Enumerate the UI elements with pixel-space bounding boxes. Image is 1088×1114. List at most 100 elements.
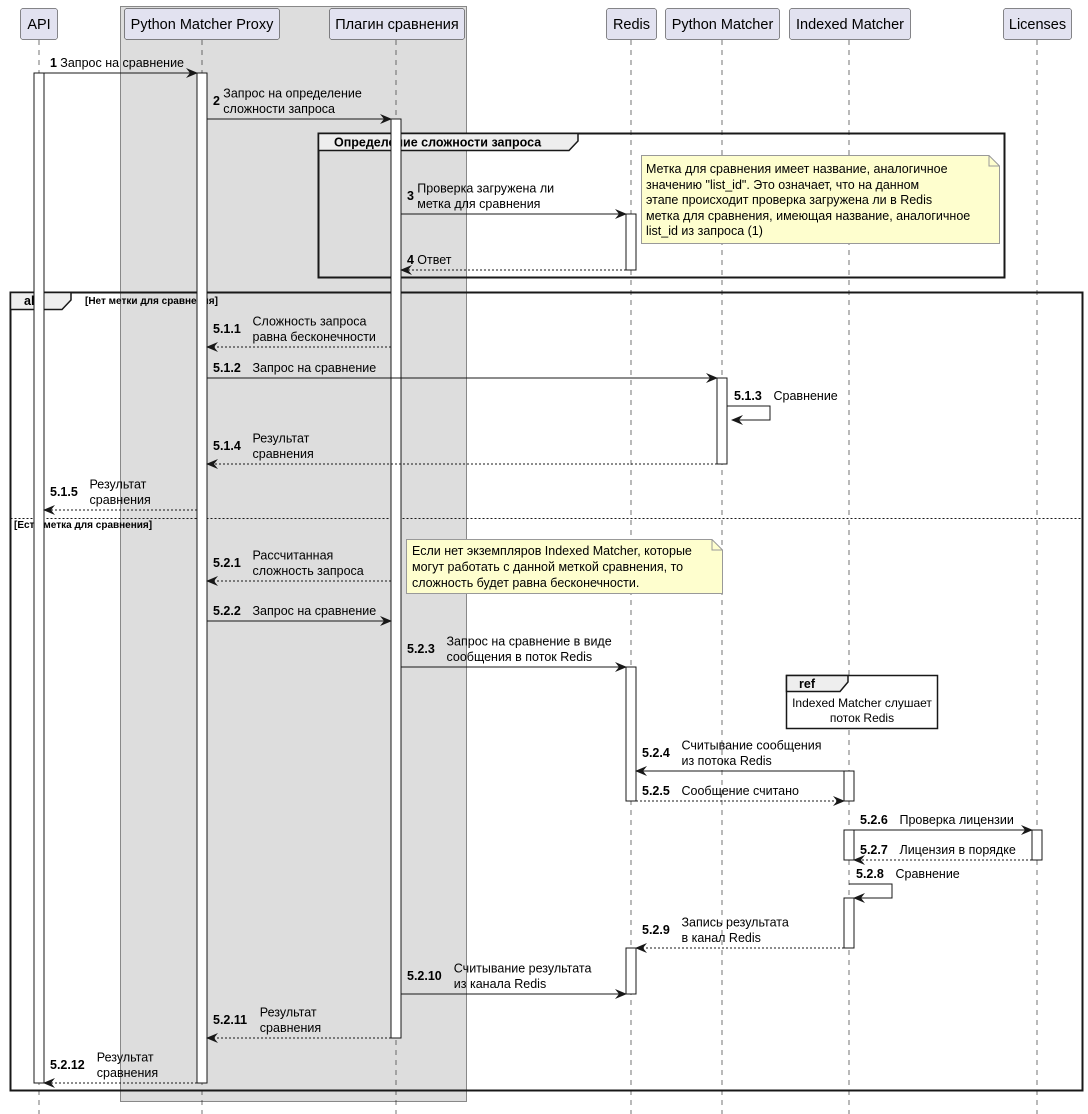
message-label: сообщения в поток Redis bbox=[447, 650, 593, 664]
alt-guard-1: [Нет метки для сравнения] bbox=[85, 296, 218, 307]
participant-pymatcher[interactable]: Python Matcher bbox=[665, 8, 780, 40]
message-number: 5.1.1 bbox=[213, 322, 241, 336]
activation-bars bbox=[33, 72, 1043, 1084]
alt-guard-2: [Есть метка для сравнения] bbox=[14, 520, 152, 531]
activation-api bbox=[33, 72, 45, 1084]
ref-title: ref bbox=[799, 677, 816, 691]
activation-indexed-3 bbox=[843, 897, 855, 949]
participant-label: API bbox=[27, 17, 50, 33]
message-number: 5.2.2 bbox=[213, 604, 241, 618]
message-5-1-2: 5.1.2 Запрос на сравнение bbox=[207, 361, 718, 383]
message-label: Проверка лицензии bbox=[900, 813, 1014, 827]
message-label: Проверка загружена ли bbox=[417, 182, 554, 196]
message-label: Результат bbox=[253, 432, 310, 446]
activation-proxy bbox=[196, 72, 208, 1084]
participant-plugin[interactable]: Плагин сравнения bbox=[329, 8, 465, 40]
message-label: метка для сравнения bbox=[417, 197, 540, 211]
participant-licenses[interactable]: Licenses bbox=[1003, 8, 1072, 40]
participant-api[interactable]: API bbox=[20, 8, 58, 40]
message-label: Запрос на сравнение bbox=[253, 361, 377, 375]
message-number: 1 bbox=[50, 56, 57, 70]
message-number: 2 bbox=[213, 94, 220, 108]
message-number: 4 bbox=[407, 253, 414, 267]
message-arrow bbox=[849, 883, 893, 903]
note-line: Если нет экземпляров Indexed Matcher, ко… bbox=[412, 544, 692, 558]
message-label: Рассчитанная bbox=[253, 549, 334, 563]
message-number: 5.1.5 bbox=[50, 485, 78, 499]
message-number: 5.2.9 bbox=[642, 923, 670, 937]
activation-redis-1 bbox=[625, 213, 637, 271]
message-label: сравнения bbox=[260, 1021, 321, 1035]
message-label: Запрос на сравнение bbox=[253, 604, 377, 618]
participant-label: Python Matcher Proxy bbox=[131, 17, 274, 33]
message-arrow bbox=[727, 405, 771, 425]
activation-redis-2 bbox=[625, 666, 637, 802]
participant-label: Redis bbox=[613, 17, 650, 33]
message-label: Лицензия в порядке bbox=[900, 843, 1016, 857]
message-label: Запрос на сравнение в виде bbox=[447, 635, 612, 649]
message-label: сравнения bbox=[90, 493, 151, 507]
participant-proxy[interactable]: Python Matcher Proxy bbox=[124, 8, 280, 40]
note-list-id: Метка для сравнения имеет название, анал… bbox=[641, 155, 1000, 244]
message-label: Запрос на сравнение bbox=[60, 56, 184, 70]
message-label: Результат bbox=[260, 1006, 317, 1020]
message-label: равна бесконечности bbox=[253, 330, 376, 344]
message-label: Сложность запроса bbox=[253, 315, 367, 329]
message-label: Сравнение bbox=[896, 867, 960, 881]
message-label: из канала Redis bbox=[454, 977, 546, 991]
message-number: 5.1.4 bbox=[213, 439, 241, 453]
message-number: 5.1.2 bbox=[213, 361, 241, 375]
message-label: Сообщение считано bbox=[682, 784, 800, 798]
participant-redis[interactable]: Redis bbox=[606, 8, 657, 40]
message-label: Сравнение bbox=[774, 389, 838, 403]
message-number: 5.2.7 bbox=[860, 843, 888, 857]
activation-indexed-2 bbox=[843, 829, 855, 861]
message-label: Запрос на определение bbox=[223, 87, 362, 101]
message-number: 5.2.6 bbox=[860, 813, 888, 827]
message-label: сложности запроса bbox=[223, 102, 335, 116]
ref-frame: ref Indexed Matcher слушает поток Redis bbox=[785, 674, 939, 730]
participant-label: Плагин сравнения bbox=[335, 17, 458, 33]
activation-licenses bbox=[1031, 829, 1043, 861]
message-5-2-6: 5.2.6 Проверка лицензии bbox=[854, 813, 1033, 835]
activation-pymatcher bbox=[716, 377, 728, 465]
message-label: сравнения bbox=[253, 447, 314, 461]
ref-text: поток Redis bbox=[830, 711, 894, 725]
message-number: 5.2.4 bbox=[642, 746, 670, 760]
message-5-2-2: 5.2.2 Запрос на сравнение bbox=[207, 604, 392, 626]
note-line: этапе происходит проверка загружена ли в… bbox=[646, 193, 932, 207]
activation-indexed-1 bbox=[843, 770, 855, 802]
message-label: сложность запроса bbox=[253, 564, 364, 578]
message-label: Результат bbox=[97, 1051, 154, 1065]
note-line: list_id из запроса (1) bbox=[646, 224, 763, 238]
group-title: Определение сложности запроса bbox=[334, 136, 542, 150]
message-label: в канал Redis bbox=[682, 931, 761, 945]
group-frame-complexity: Определение сложности запроса bbox=[317, 132, 1006, 279]
message-label: Результат bbox=[90, 478, 147, 492]
message-number: 5.2.1 bbox=[213, 556, 241, 570]
note-line: Метка для сравнения имеет название, анал… bbox=[646, 162, 948, 176]
message-label: из потока Redis bbox=[682, 754, 772, 768]
note-line: могут работать с данной меткой сравнения… bbox=[412, 560, 683, 574]
participant-indexed[interactable]: Indexed Matcher bbox=[789, 8, 911, 40]
message-label: сравнения bbox=[97, 1066, 158, 1080]
activation-redis-3 bbox=[625, 947, 637, 995]
note-indexed-matcher: Если нет экземпляров Indexed Matcher, ко… bbox=[406, 539, 723, 594]
activation-plugin bbox=[390, 118, 402, 1039]
